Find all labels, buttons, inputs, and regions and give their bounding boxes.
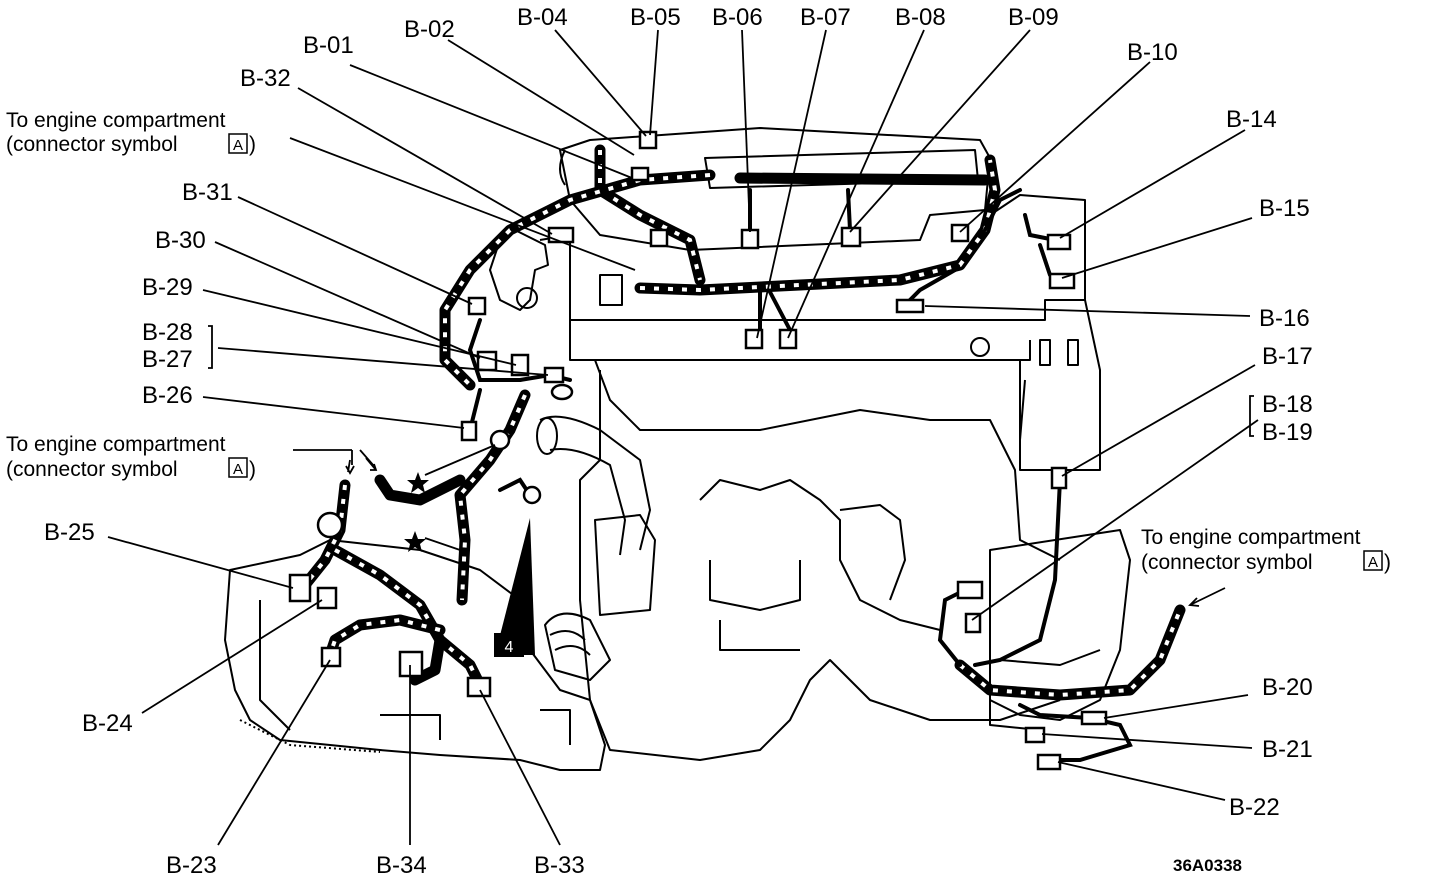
label-b22: B-22 xyxy=(1229,794,1280,821)
label-b17: B-17 xyxy=(1262,343,1313,370)
label-b20: B-20 xyxy=(1262,674,1313,701)
part-labels: B-01 B-02 B-04 B-05 B-06 B-07 B-08 B-09 … xyxy=(44,4,1313,879)
label-b16: B-16 xyxy=(1259,305,1310,332)
label-b02: B-02 xyxy=(404,16,455,43)
engine-block-outline xyxy=(224,127,1131,771)
label-b24: B-24 xyxy=(82,710,133,737)
note-line2: (connector symbol xyxy=(6,133,178,156)
label-b25: B-25 xyxy=(44,519,95,546)
label-b07: B-07 xyxy=(800,4,851,31)
leader-lines xyxy=(107,29,1259,846)
connector-symbol-box xyxy=(1363,550,1383,571)
step-marker-box xyxy=(494,633,524,657)
connector-symbol: A xyxy=(233,461,243,478)
label-b08: B-08 xyxy=(895,4,946,31)
note-mid-left: To engine compartment (connector symbol … xyxy=(6,433,256,481)
wiring-harness xyxy=(299,144,1186,762)
label-b18: B-18 xyxy=(1262,391,1313,418)
connectors xyxy=(288,130,1108,771)
note-close: ) xyxy=(249,458,256,481)
label-b34: B-34 xyxy=(376,852,427,879)
label-b33: B-33 xyxy=(534,852,585,879)
star-marker-2 xyxy=(404,531,426,552)
figure-code: 36A0338 xyxy=(1173,856,1242,875)
connector-symbol-box xyxy=(228,133,248,154)
label-b05: B-05 xyxy=(630,4,681,31)
note-line2: (connector symbol xyxy=(1141,551,1313,574)
label-b26: B-26 xyxy=(142,382,193,409)
label-b32: B-32 xyxy=(240,65,291,92)
label-b09: B-09 xyxy=(1008,4,1059,31)
label-b15: B-15 xyxy=(1259,195,1310,222)
note-line1: To engine compartment xyxy=(6,109,226,132)
note-right: To engine compartment (connector symbol … xyxy=(1141,526,1391,574)
label-b06: B-06 xyxy=(712,4,763,31)
label-b19: B-19 xyxy=(1262,419,1313,446)
step-number: 4 xyxy=(505,639,514,656)
note-close: ) xyxy=(1384,551,1391,574)
note-line1: To engine compartment xyxy=(6,433,226,456)
label-b10: B-10 xyxy=(1127,39,1178,66)
label-b29: B-29 xyxy=(142,274,193,301)
connector-symbol-box xyxy=(228,457,248,478)
note-line2: (connector symbol xyxy=(6,458,178,481)
label-b21: B-21 xyxy=(1262,736,1313,763)
arrow-icon xyxy=(1188,587,1226,607)
connector-symbol: A xyxy=(233,137,243,154)
step-marker-wedge xyxy=(495,518,535,655)
label-b04: B-04 xyxy=(517,4,568,31)
star-marker-1 xyxy=(407,472,429,493)
label-b31: B-31 xyxy=(182,179,233,206)
label-b23: B-23 xyxy=(166,852,217,879)
label-b01: B-01 xyxy=(303,32,354,59)
note-top-left: To engine compartment (connector symbol … xyxy=(6,109,256,156)
label-b27: B-27 xyxy=(142,346,193,373)
arrow-icon xyxy=(345,459,355,475)
label-b14: B-14 xyxy=(1226,106,1277,133)
note-line1: To engine compartment xyxy=(1141,526,1361,549)
label-b30: B-30 xyxy=(155,227,206,254)
connector-symbol: A xyxy=(1368,554,1378,571)
label-b28: B-28 xyxy=(142,319,193,346)
note-close: ) xyxy=(249,133,256,156)
